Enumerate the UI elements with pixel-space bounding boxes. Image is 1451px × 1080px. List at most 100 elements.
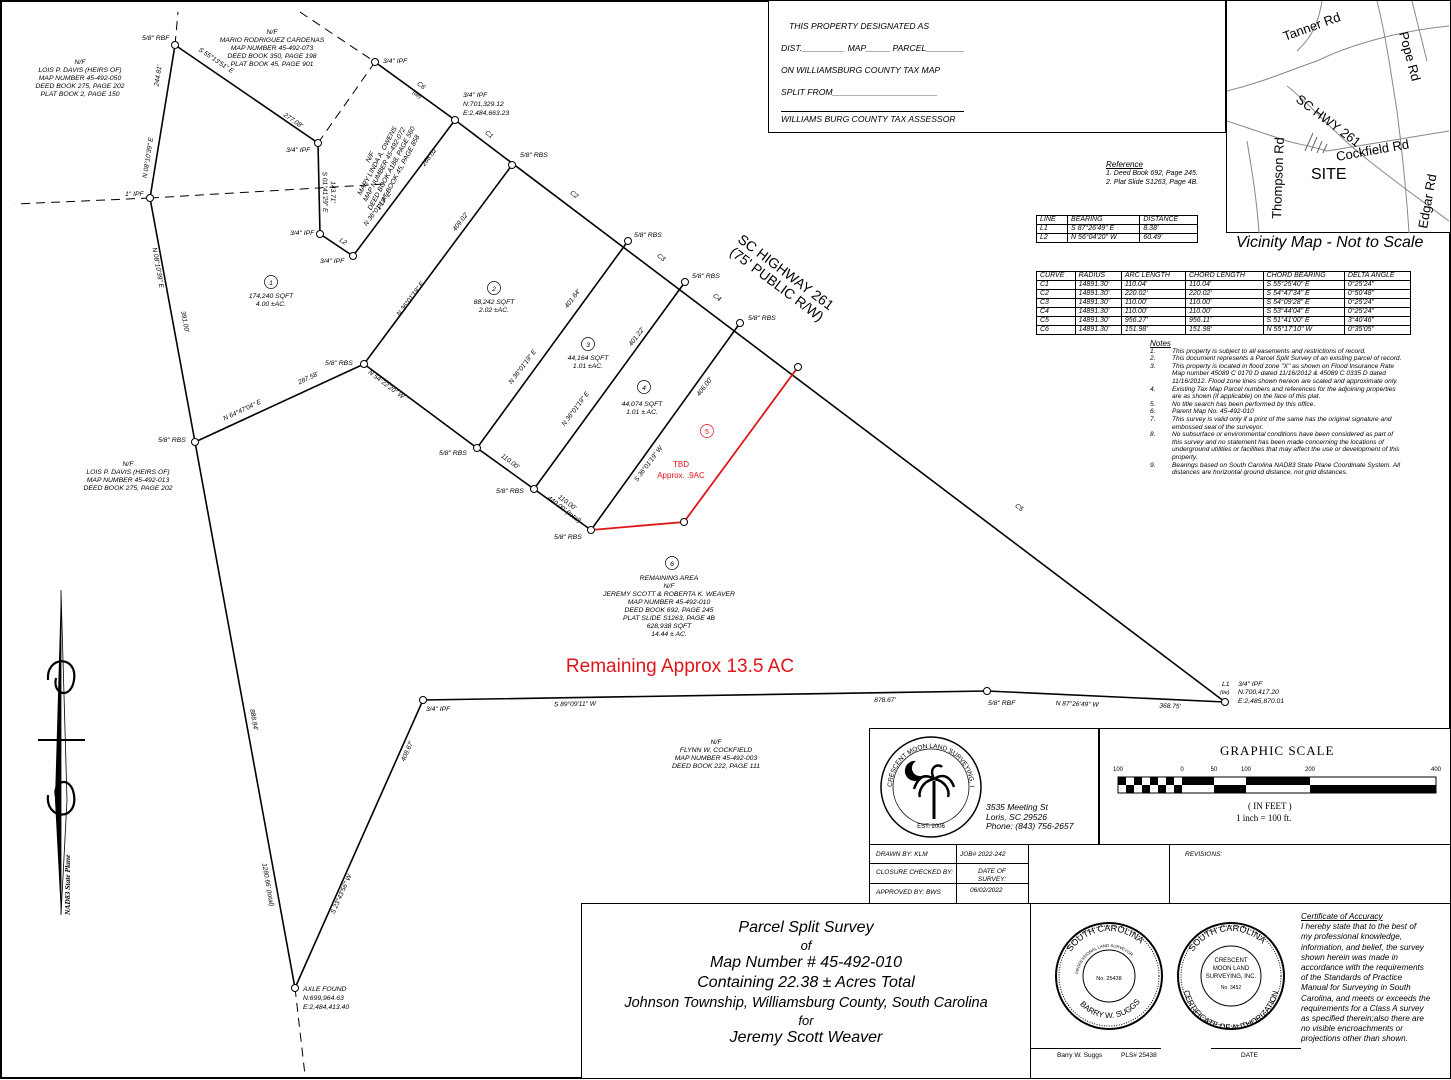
table-cell: CHORD LENGTH	[1184, 271, 1264, 281]
certificate-of-accuracy: Certificate of Accuracy I hereby state t…	[1301, 912, 1449, 1045]
certificate-line: Manual for Surveying in South	[1301, 983, 1411, 993]
monument-labels: 5/8" RBF 3/4" IPF 3/4" IPF N:701,329.12 …	[125, 35, 1284, 1011]
svg-text:E:2,484,663.23: E:2,484,663.23	[463, 110, 509, 117]
scale-tick: 0	[1180, 767, 1184, 773]
svg-text:3/4" IPF: 3/4" IPF	[426, 706, 451, 713]
note-text: Bearings based on South Carolina NAD83 S…	[1172, 461, 1401, 469]
svg-text:5/8" RBS: 5/8" RBS	[634, 232, 662, 239]
note-line: 6.Parent Map No. 45-492-010	[1150, 408, 1425, 416]
table-cell: 110.04'	[1120, 280, 1186, 290]
svg-text:N 64°47'04" E: N 64°47'04" E	[222, 398, 263, 423]
address-line: Loris, SC 29526	[986, 811, 1047, 822]
seal-text: SOUTH CAROLINA	[1064, 923, 1145, 953]
seal-block: SOUTH CAROLINA PROFESSIONAL LAND SURVEYO…	[1030, 903, 1450, 1078]
svg-text:88,242 SQFT: 88,242 SQFT	[474, 299, 516, 306]
seals: SOUTH CAROLINA PROFESSIONAL LAND SURVEYO…	[1055, 922, 1285, 1032]
svg-text:CERTIFICATE OF AUTHORIZATION: CERTIFICATE OF AUTHORIZATION	[1182, 989, 1280, 1032]
svg-text:3: 3	[586, 342, 590, 349]
seal-text: CERTIFICATE OF AUTHORIZATION	[1182, 989, 1280, 1032]
table-cell: LINE	[1035, 215, 1069, 225]
svg-text:N 08°10'39" E: N 08°10'39" E	[141, 136, 155, 178]
note-number: 5.	[1150, 400, 1156, 408]
svg-text:401.22': 401.22'	[628, 326, 647, 348]
north-arrow-label: NAD83 State Plane	[63, 854, 72, 916]
seal-text: MOON LAND	[1213, 966, 1250, 972]
company-address: 3535 Meeting St Loris, SC 29526 Phone: (…	[986, 802, 1073, 832]
table-cell: S 87°26'49" E	[1067, 224, 1141, 234]
tax-line-2: DIST._________ MAP_____ PARCEL________	[781, 43, 965, 53]
note-line: distances are horizontal ground distance…	[1150, 469, 1425, 477]
svg-text:L2: L2	[338, 237, 348, 247]
title-line: of	[800, 938, 812, 953]
revisions-label: REVISIONS:	[1185, 851, 1223, 858]
svg-text:AXLE FOUND: AXLE FOUND	[302, 986, 347, 993]
note-number	[1150, 370, 1172, 378]
table-cell: C4	[1036, 307, 1076, 317]
svg-text:3/4" IPF: 3/4" IPF	[286, 147, 311, 154]
table-cell: 110.04'	[1184, 280, 1264, 290]
certificate-line: no visible encroachments or	[1301, 1024, 1403, 1034]
vicinity-map: Tanner Rd Pope Rd SC HWY 261 Cockfield R…	[1226, 0, 1450, 234]
svg-text:5/8" RBS: 5/8" RBS	[325, 360, 353, 367]
svg-text:N:700,417.20: N:700,417.20	[1238, 689, 1279, 696]
note-line: 1.This property is subject to all easeme…	[1150, 348, 1425, 356]
note-text: distances are horizontal ground distance…	[1172, 469, 1348, 477]
scale-tick: 100	[1241, 767, 1252, 773]
note-line: 2.This document represents a Parcel Spli…	[1150, 355, 1425, 363]
table-cell: 220.02'	[1184, 289, 1264, 299]
table-cell: 14891.30'	[1074, 289, 1122, 299]
scale-tick: 100	[1113, 767, 1124, 773]
svg-text:C6: C6	[415, 80, 426, 91]
certificate-line: my professional knowledge,	[1301, 932, 1403, 942]
reference-title: Reference	[1106, 160, 1143, 169]
table-cell: S 51°41'00" E	[1262, 316, 1345, 326]
svg-text:3/4" IPF: 3/4" IPF	[463, 92, 488, 99]
note-line: underground utilities or facilities that…	[1150, 446, 1425, 454]
svg-text:S 01°41'29" E: S 01°41'29" E	[321, 172, 330, 213]
note-number: 7.	[1150, 415, 1156, 423]
table-cell: 14891.30'	[1074, 325, 1122, 335]
svg-text:(tie): (tie)	[1220, 690, 1230, 696]
note-number: 6.	[1150, 408, 1156, 416]
note-line: Map number 45089 C 0170 D dated 11/16/20…	[1150, 370, 1425, 378]
svg-text:5/8" RBS: 5/8" RBS	[158, 437, 186, 444]
table-cell: 151.98'	[1120, 325, 1186, 335]
address-line: 3535 Meeting St	[986, 802, 1048, 812]
signature-name: Barry W. Suggs	[1057, 1052, 1103, 1059]
svg-text:1" IPF: 1" IPF	[125, 191, 145, 198]
svg-text:5/8" RBS: 5/8" RBS	[748, 315, 776, 322]
note-line: 7.This survey is valid only if a print o…	[1150, 416, 1425, 424]
svg-text:4: 4	[642, 385, 646, 392]
note-text: underground utilities or facilities that…	[1172, 446, 1400, 454]
note-text: No subsurface or environmental condition…	[1172, 431, 1394, 439]
note-number: 1.	[1150, 347, 1156, 355]
table-cell: RADIUS	[1074, 271, 1122, 281]
svg-text:5/8" RBF: 5/8" RBF	[142, 35, 170, 42]
table-cell: CHORD BEARING	[1262, 271, 1345, 281]
svg-text:CRESCENT MOON LAND SURVEYING,: CRESCENT MOON LAND SURVEYING, INC.	[876, 731, 975, 787]
table-cell: DELTA ANGLE	[1343, 271, 1412, 281]
table-cell: 110.00'	[1120, 307, 1186, 317]
table-cell: CURVE	[1036, 271, 1076, 281]
date-of-survey: 06/02/2022	[970, 887, 1003, 894]
svg-text:C5: C5	[1013, 502, 1024, 513]
svg-text:PROFESSIONAL LAND SURVEYOR: PROFESSIONAL LAND SURVEYOR	[1074, 943, 1134, 974]
note-text: property.	[1172, 453, 1198, 461]
drawn-by: DRAWN BY: KLM	[876, 851, 928, 858]
svg-text:408.67': 408.67'	[400, 740, 415, 763]
table-cell: 14891.30'	[1074, 307, 1122, 317]
table-cell: C1	[1036, 280, 1076, 290]
remaining-area-text: Remaining Approx 13.5 AC	[566, 656, 794, 677]
svg-text:244.81': 244.81'	[153, 64, 164, 88]
table-cell: S 54°09'28" E	[1262, 298, 1345, 308]
note-number	[1150, 446, 1172, 454]
